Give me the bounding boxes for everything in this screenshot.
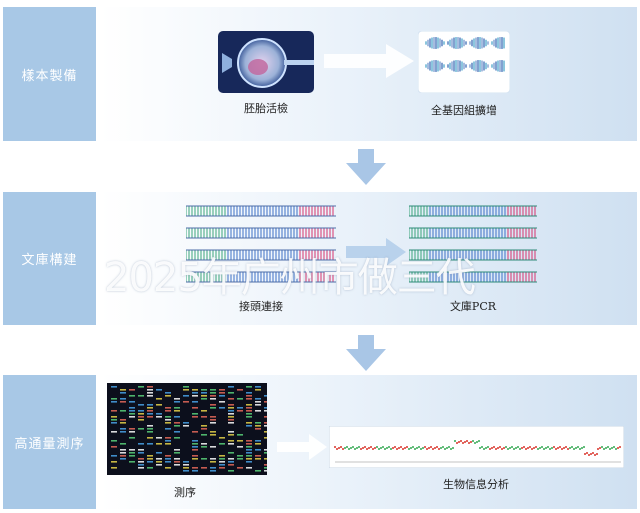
- right-arrow-icon: [277, 434, 327, 460]
- embryo-biopsy-image: [218, 31, 314, 93]
- down-arrow-icon: [346, 149, 386, 185]
- sequencing-caption: 測序: [174, 486, 196, 499]
- stage-label-sample-prep: 樣本製備: [3, 7, 96, 141]
- bioinformatics-cnv-plot: [329, 426, 624, 468]
- bioinformatics-caption: 生物信息分析: [443, 478, 509, 491]
- embryo-biopsy-caption: 胚胎活檢: [244, 102, 288, 115]
- stage-label-library: 文庫構建: [3, 192, 96, 325]
- adapter-ligation-image: [186, 205, 336, 283]
- stage-label-sequencing: 高通量測序: [3, 375, 96, 509]
- stage-sample-prep: 樣本製備: [3, 7, 637, 141]
- watermark-text: 2025年广州市做三代: [104, 255, 476, 301]
- down-arrow-icon: [346, 335, 386, 371]
- library-pcr-image: [409, 205, 537, 283]
- library-pcr-caption: 文庫PCR: [449, 300, 497, 313]
- right-arrow-icon: [324, 44, 414, 78]
- stage-panel-sample-prep: [100, 7, 637, 141]
- wga-dna-image: [418, 31, 510, 93]
- wga-caption: 全基因組擴增: [431, 104, 497, 117]
- sequencing-gel-image: [107, 383, 267, 475]
- adapter-ligation-caption: 接頭連接: [239, 300, 283, 313]
- right-arrow-icon: [346, 238, 406, 266]
